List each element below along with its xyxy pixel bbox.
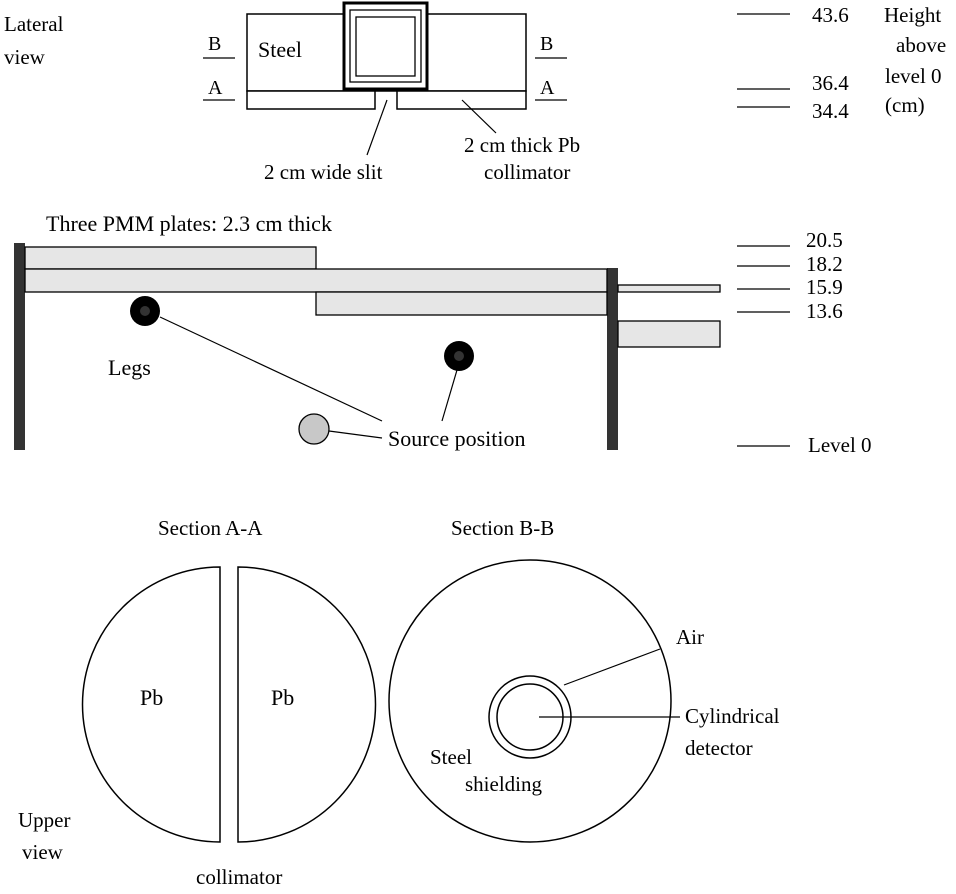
- steel-shielding-label-line2: shielding: [465, 772, 542, 796]
- leg-left-center: [140, 306, 150, 316]
- section-bb-title: Section B-B: [451, 516, 554, 540]
- pmm-side-view: Three PMM plates: 2.3 cm thick Legs Sour…: [14, 211, 721, 451]
- pb-right-label: Pb: [271, 685, 294, 710]
- detector-label-line1: Cylindrical: [685, 704, 780, 728]
- lateral-view: Lateral view Steel B A B A 2 cm wide sli…: [4, 1, 580, 184]
- height-scale: 43.6 36.4 34.4 Height above level 0 (cm)…: [737, 3, 946, 457]
- source-leader-from-source: [328, 430, 383, 439]
- lateral-view-title-line1: Lateral: [4, 12, 64, 36]
- source-marker: [298, 413, 330, 445]
- section-marker-left-a: A: [208, 77, 223, 99]
- collimator-bottom-label: collimator: [196, 865, 282, 889]
- steel-label: Steel: [258, 37, 302, 62]
- lateral-view-title-line2: view: [4, 45, 46, 69]
- pmm-plate-edge-right-thick: [617, 320, 721, 348]
- leg-right-center: [454, 351, 464, 361]
- height-title-line3: level 0: [885, 64, 942, 88]
- height-value-36-4: 36.4: [812, 71, 849, 95]
- section-marker-right-b: B: [540, 33, 553, 55]
- slit-label: 2 cm wide slit: [264, 160, 383, 184]
- pb-left-label: Pb: [140, 685, 163, 710]
- source-leader-from-right-leg: [441, 369, 458, 422]
- pmm-plate-middle: [24, 268, 608, 293]
- left-support-post: [14, 243, 25, 450]
- detector-label-line2: detector: [685, 736, 753, 760]
- slit-leader-line: [366, 99, 388, 156]
- level-0-label: Level 0: [808, 433, 872, 457]
- pmm-plate-edge-right-thin: [617, 284, 721, 293]
- height-value-20-5: 20.5: [806, 228, 843, 252]
- upper-view: Section A-A Section B-B Pb Pb Air Cylind…: [18, 516, 780, 889]
- collimator-leader-line: [461, 99, 497, 134]
- detector-crystal: [355, 16, 416, 77]
- detector-housing-inner: [349, 9, 422, 83]
- collimator-left: [246, 90, 376, 110]
- right-support-post: [607, 268, 618, 450]
- source-position-label: Source position: [388, 426, 526, 451]
- upper-view-title-line1: Upper: [18, 808, 70, 832]
- air-leader-line: [563, 648, 661, 686]
- air-label: Air: [676, 625, 704, 649]
- height-title-line1: Height: [884, 3, 941, 27]
- pb-half-right: [237, 566, 377, 843]
- height-value-15-9: 15.9: [806, 275, 843, 299]
- upper-view-title-line2: view: [22, 840, 64, 864]
- pmm-plate-bottom: [315, 291, 608, 316]
- legs-label: Legs: [108, 355, 151, 380]
- section-aa-title: Section A-A: [158, 516, 263, 540]
- steel-shielding-label-line1: Steel: [430, 745, 472, 769]
- collimator-label-line2: collimator: [484, 160, 570, 184]
- collimator-right: [396, 90, 527, 110]
- height-value-34-4: 34.4: [812, 99, 849, 123]
- height-title-line4: (cm): [885, 93, 925, 117]
- section-marker-right-a: A: [540, 77, 555, 99]
- height-value-18-2: 18.2: [806, 252, 843, 276]
- height-value-43-6: 43.6: [812, 3, 849, 27]
- section-marker-left-b: B: [208, 33, 221, 55]
- collimator-label-line1: 2 cm thick Pb: [464, 133, 580, 157]
- pb-half-left: [81, 566, 221, 843]
- source-leader-from-left-leg: [159, 316, 383, 422]
- pmm-title: Three PMM plates: 2.3 cm thick: [46, 211, 332, 236]
- height-title-line2: above: [896, 33, 946, 57]
- pmm-plate-top: [24, 246, 317, 270]
- height-value-13-6: 13.6: [806, 299, 843, 323]
